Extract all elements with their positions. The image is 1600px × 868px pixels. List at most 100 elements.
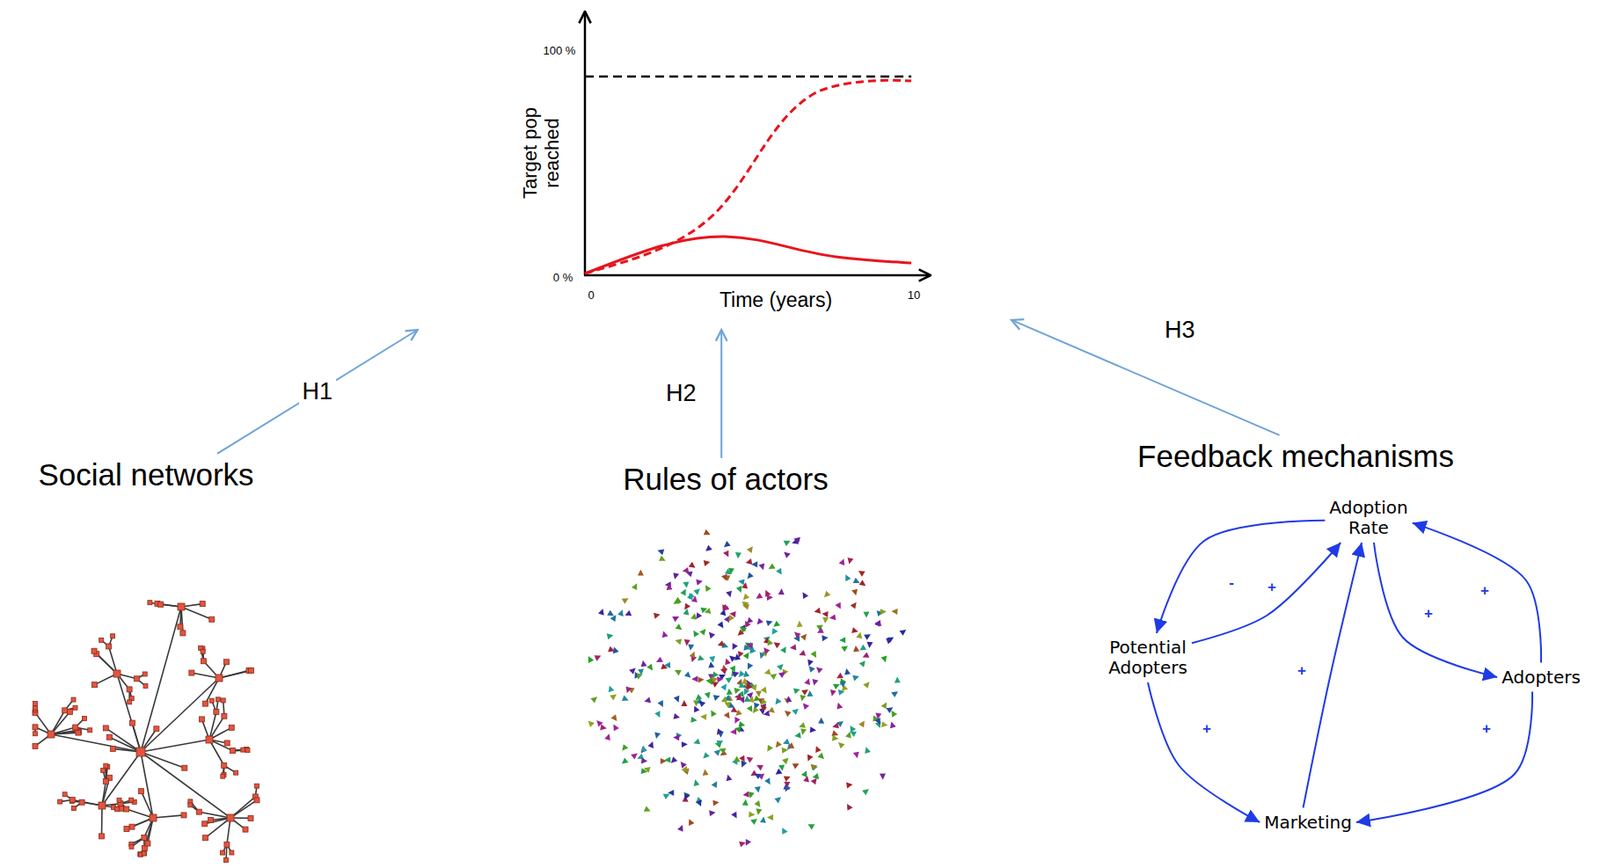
agent-marker [839, 557, 848, 566]
agent-marker [885, 704, 895, 714]
agent-marker [859, 658, 869, 668]
agent-marker [750, 706, 760, 716]
network-actor [103, 763, 109, 768]
network-actor [221, 713, 227, 719]
agent-marker [834, 701, 843, 710]
agent-marker [855, 631, 863, 639]
agent-marker [744, 695, 751, 702]
network-actor [133, 676, 139, 682]
agent-marker [741, 602, 750, 611]
agent-marker [805, 659, 814, 668]
network-actor [254, 797, 260, 804]
agent-marker [672, 734, 680, 741]
network-actor [224, 841, 230, 848]
agent-marker [723, 550, 731, 559]
agent-marker [814, 664, 824, 674]
network-actor [177, 603, 185, 611]
network-actor [196, 809, 202, 815]
network-tie [140, 752, 154, 819]
agent-marker [770, 671, 780, 680]
agent-marker [742, 798, 750, 806]
agent-marker [692, 779, 700, 787]
stock-variable: Adoption Rate [1324, 493, 1412, 543]
polarity-sign: + [1478, 721, 1495, 738]
agent-marker [609, 692, 619, 702]
agent-marker [767, 562, 776, 572]
agent-marker [888, 721, 897, 730]
network-tie [140, 752, 231, 819]
agent-marker [746, 544, 756, 554]
network-tie [181, 606, 212, 620]
agent-marker [692, 738, 701, 747]
agent-marker [672, 713, 680, 721]
agent-marker [821, 635, 829, 643]
agent-marker [862, 745, 871, 754]
hypothesis-arrow [1011, 320, 1280, 436]
network-actor [228, 724, 234, 731]
agent-marker [845, 730, 854, 739]
agent-marker [721, 695, 729, 703]
agent-marker [762, 588, 771, 597]
agent-marker [640, 659, 648, 667]
network-actor [73, 724, 79, 731]
agent-marker [730, 729, 737, 736]
network-actor [216, 697, 221, 702]
agent-marker [778, 588, 785, 595]
agent-marker [881, 701, 891, 710]
network-actor [81, 715, 87, 721]
network-actor [158, 601, 164, 607]
hypothesis-label: H1 [299, 379, 337, 406]
agent-marker [690, 612, 698, 620]
network-actor [226, 814, 234, 822]
agent-marker [610, 714, 620, 724]
agent-marker [751, 682, 760, 692]
network-actor [124, 826, 130, 833]
network-tie [140, 606, 182, 753]
agent-marker [606, 684, 614, 693]
agent-marker [745, 754, 754, 764]
hypothesis-label: H2 [662, 380, 701, 408]
network-actor [32, 743, 38, 749]
agent-marker [750, 816, 760, 826]
network-actor [110, 634, 116, 639]
agent-marker [745, 558, 753, 566]
network-actor [220, 698, 226, 703]
agent-marker [611, 645, 620, 654]
polarity-sign: + [1263, 579, 1280, 597]
network-actor [149, 814, 157, 822]
agent-marker [716, 676, 724, 684]
agent-marker [604, 732, 613, 741]
stock-variable: Potential Adopters [1103, 633, 1192, 683]
agent-marker [743, 650, 753, 660]
agent-marker [783, 774, 792, 782]
network-actor [129, 844, 134, 849]
agent-marker [788, 742, 795, 749]
agent-marker [656, 547, 665, 556]
agent-marker [703, 545, 713, 555]
network-tie [144, 818, 154, 849]
agent-marker [861, 651, 870, 660]
agent-marker [594, 652, 603, 661]
network-actor [233, 770, 239, 775]
network-tie [141, 791, 154, 819]
agent-marker [863, 631, 873, 641]
agent-marker [708, 708, 717, 718]
agent-marker [695, 577, 703, 585]
agent-marker [691, 676, 698, 683]
agent-marker [778, 669, 788, 679]
agent-marker [703, 559, 711, 567]
agent-marker [657, 700, 666, 709]
agent-marker [706, 629, 716, 639]
agent-marker [585, 654, 594, 663]
agent-marker [740, 593, 750, 603]
causal-link [1356, 692, 1533, 824]
agent-marker [598, 607, 607, 616]
agent-marker [741, 677, 748, 684]
agent-marker [775, 568, 785, 578]
agent-marker [759, 816, 768, 824]
agent-marker [853, 752, 861, 760]
network-actor [220, 850, 226, 855]
agent-marker [733, 756, 743, 766]
agent-marker [880, 608, 887, 615]
agent-marker [679, 587, 688, 596]
